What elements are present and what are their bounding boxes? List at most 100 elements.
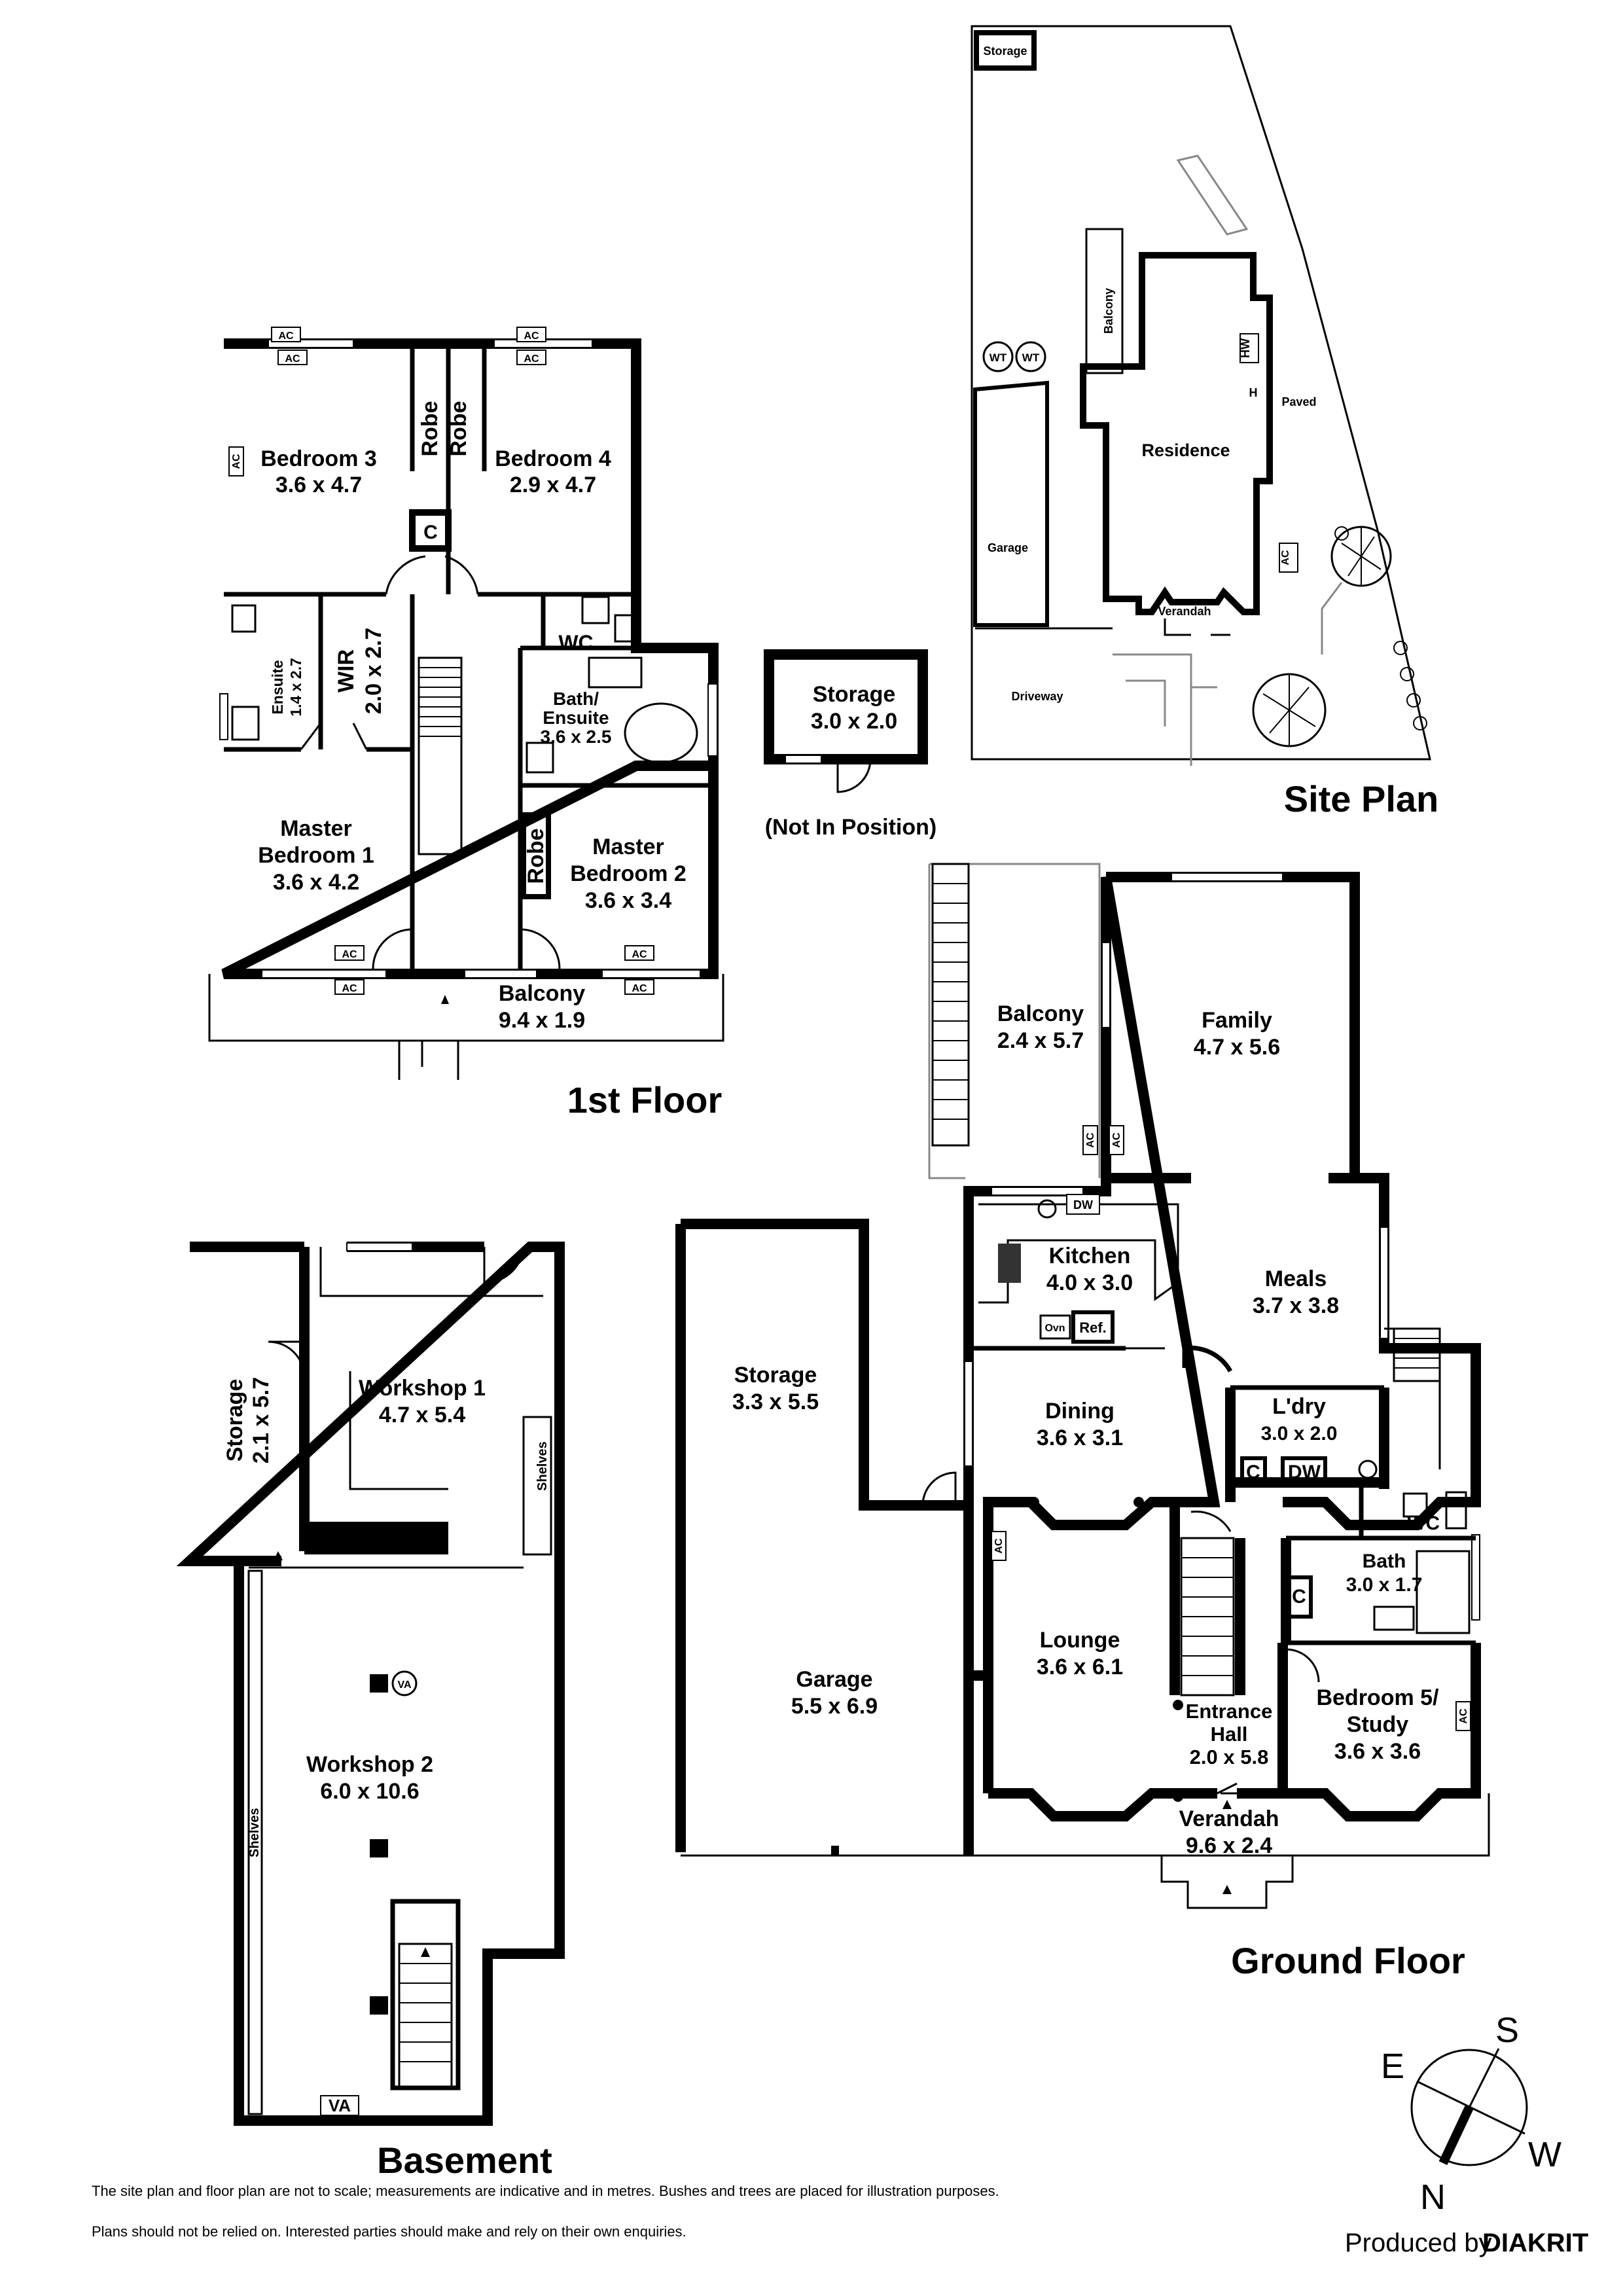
gf-bedroom5-name2: Study xyxy=(1347,1712,1409,1737)
first-floor-title: 1st Floor xyxy=(567,1079,722,1121)
gf-bath-c: C xyxy=(1292,1586,1306,1607)
site-entry-path xyxy=(1113,653,1217,766)
gf-window xyxy=(1471,1534,1480,1621)
bathtub-icon xyxy=(1416,1550,1471,1634)
gf-balcony-stairs xyxy=(931,863,970,1147)
ff-window xyxy=(219,693,228,740)
bush-icon xyxy=(1400,667,1414,681)
gf-laundry-dw-box xyxy=(1281,1456,1327,1485)
bush-icon xyxy=(1334,526,1349,541)
garden-path xyxy=(1321,582,1343,655)
ac-box xyxy=(228,446,244,476)
ff-wir-name: WIR xyxy=(334,649,359,692)
ff-bedroom3-name: Bedroom 3 xyxy=(260,446,377,471)
compass-needle-n xyxy=(1438,2106,1474,2165)
footer-note-2: Plans should not be relied on. Intereste… xyxy=(92,2223,687,2240)
ff-stairs xyxy=(418,656,463,855)
toilet-icon xyxy=(614,614,636,643)
bs-workshop2-size: 6.0 x 10.6 xyxy=(320,1779,419,1804)
gf-dw-label: DW xyxy=(1073,1198,1093,1211)
gf-dw-box xyxy=(1066,1194,1100,1215)
gf-laundry-c-box xyxy=(1240,1456,1267,1485)
gf-bath-name: Bath xyxy=(1363,1551,1406,1572)
site-h-label: H xyxy=(1249,386,1258,399)
bs-door-swing xyxy=(268,1340,306,1375)
diakrit-logo: DIAKRIT xyxy=(1482,2229,1588,2257)
detached-storage: Storage 3.0 x 2.0 (Not In Position) xyxy=(764,649,936,840)
bs-column xyxy=(370,1839,388,1857)
ac-label: AC xyxy=(524,353,539,365)
compass: S E W N xyxy=(1381,2011,1561,2217)
ff-robe-b: Robe xyxy=(446,401,471,457)
ff-wir-size: 2.0 x 2.7 xyxy=(361,628,386,714)
ff-ensuite-size: 1.4 x 2.7 xyxy=(287,658,304,717)
gf-lounge-size: 3.6 x 6.1 xyxy=(1037,1655,1123,1679)
gf-laundry-size: 3.0 x 2.0 xyxy=(1261,1423,1338,1444)
ac-label: AC xyxy=(278,331,294,342)
ff-window xyxy=(601,969,701,978)
bs-thick-wall xyxy=(304,1522,448,1554)
compass-w: W xyxy=(1528,2135,1561,2174)
storage-walls xyxy=(764,649,928,764)
ff-bath-size: 3.6 x 2.5 xyxy=(541,726,612,747)
gf-window xyxy=(964,1361,973,1467)
gf-front-door xyxy=(1217,1782,1240,1795)
ac-label: AC xyxy=(524,331,539,342)
basin-icon xyxy=(1402,1492,1428,1518)
site-path xyxy=(1176,154,1249,236)
compass-e: E xyxy=(1381,2047,1404,2086)
ac-label: AC xyxy=(342,983,357,994)
storage-window xyxy=(785,755,822,764)
column-icon xyxy=(1029,1497,1039,1507)
toilet-icon xyxy=(1445,1491,1467,1530)
ff-window xyxy=(261,969,387,978)
gf-kitchen-size: 4.0 x 3.0 xyxy=(1046,1270,1133,1295)
site-wt2-label: WT xyxy=(1022,351,1040,364)
gf-verandah-name: Verandah xyxy=(1179,1806,1279,1831)
tree-branches xyxy=(1341,527,1382,586)
vanity-icon xyxy=(588,656,643,689)
site-ac-box xyxy=(1279,543,1298,573)
site-paved-label: Paved xyxy=(1281,395,1316,408)
ff-balcony-name: Balcony xyxy=(499,981,585,1006)
bs-door-swing xyxy=(483,1246,525,1284)
ac-box xyxy=(271,327,301,342)
bs-va1-label: VA xyxy=(397,1679,411,1691)
gf-laundry-dw: DW xyxy=(1288,1462,1321,1483)
bs-workshop2-name: Workshop 2 xyxy=(306,1752,433,1777)
bs-shelves-a-label: Shelves xyxy=(535,1441,550,1491)
site-storage-box xyxy=(974,30,1037,71)
site-hw-label: HW xyxy=(1239,338,1252,358)
bs-stairs xyxy=(398,1943,453,2089)
gf-laundry-name: L'dry xyxy=(1272,1394,1326,1419)
gf-door-swing xyxy=(1182,1345,1233,1372)
site-balcony-strip xyxy=(1085,228,1124,374)
site-ac-label: AC xyxy=(1280,550,1291,565)
vanity-icon xyxy=(1373,1605,1415,1631)
ff-bedroom4-name: Bedroom 4 xyxy=(495,446,611,471)
ff-master1-name1: Master xyxy=(280,816,352,841)
gf-verandah-size: 9.6 x 2.4 xyxy=(1186,1833,1272,1858)
gf-meals-size: 3.7 x 3.8 xyxy=(1253,1293,1339,1318)
ff-master1-name2: Bedroom 1 xyxy=(258,843,374,868)
bs-stair-treads xyxy=(399,1963,452,2062)
bush-icon xyxy=(1413,716,1427,730)
bush-icon xyxy=(1406,693,1421,708)
site-plan: Storage Balcony Residence Garage Drivewa… xyxy=(971,25,1431,766)
ff-master2-size: 3.6 x 3.4 xyxy=(585,888,671,913)
footer-produced-by: Produced by xyxy=(1345,2229,1492,2257)
bs-workbench xyxy=(319,1247,543,1490)
cooktop-icon xyxy=(998,1244,1021,1283)
ac-box xyxy=(624,945,654,961)
bs-column xyxy=(370,1996,388,2015)
ac-label: AC xyxy=(632,983,647,994)
compass-circle xyxy=(1410,2049,1528,2166)
bs-va2-label: VA xyxy=(329,2096,351,2115)
bs-window xyxy=(346,1242,413,1251)
ff-master2-name2: Bedroom 2 xyxy=(570,861,687,886)
gf-kitchen-name: Kitchen xyxy=(1049,1244,1131,1268)
tree-branches xyxy=(1262,674,1316,746)
ff-cupboard-label: C xyxy=(423,522,438,543)
bs-shelves-a xyxy=(522,1416,552,1556)
bs-stair-arrow xyxy=(421,1947,430,1957)
